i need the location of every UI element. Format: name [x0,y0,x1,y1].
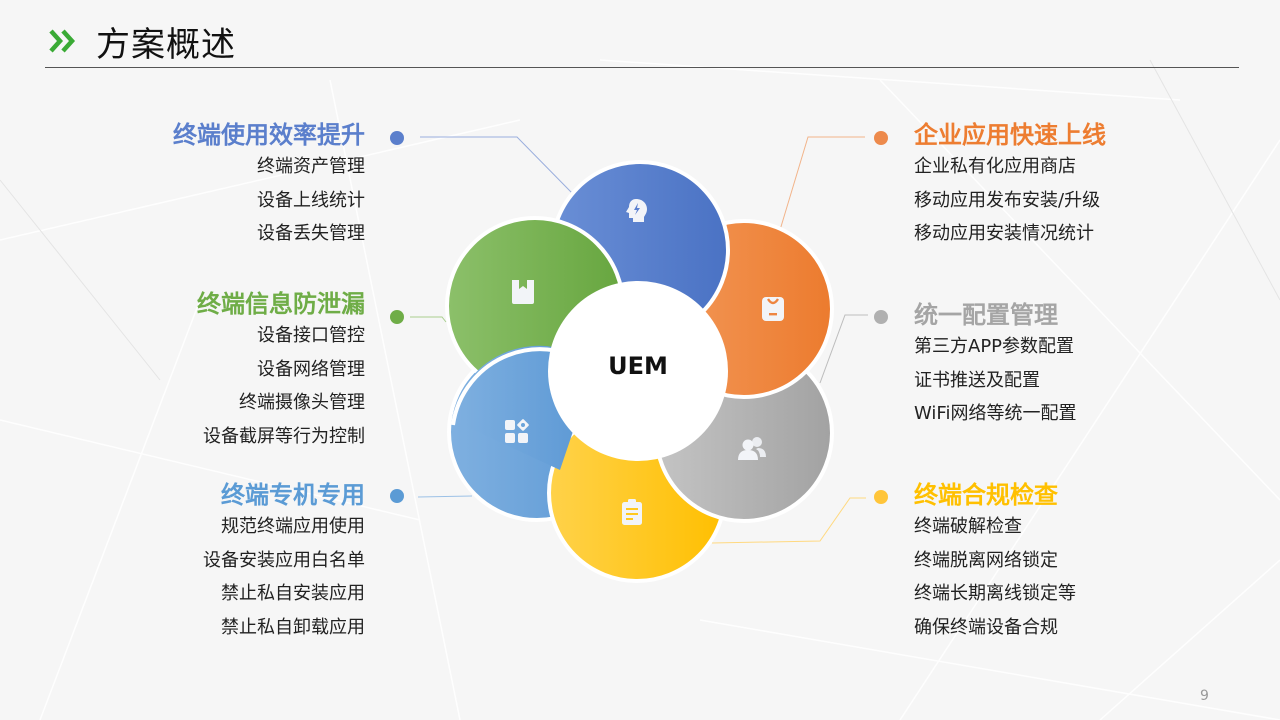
connector-dedicated-use [417,495,473,498]
connector-compliance [711,497,866,544]
clipboard-icon [622,499,642,525]
group-title: 终端信息防泄漏 [197,290,365,318]
center-circle [548,281,728,461]
center-label-uem: UEM [608,352,668,380]
connector-efficiency [420,136,573,194]
list-item: 第三方APP参数配置 [914,336,1075,357]
dot-efficiency [390,131,404,145]
group-title: 终端合规检查 [914,481,1058,509]
header-divider [45,67,1239,68]
list-item: 设备截屏等行为控制 [203,425,365,447]
list-item: 终端脱离网络锁定 [914,549,1058,571]
dot-compliance [874,490,888,504]
list-item: 设备安装应用白名单 [203,549,365,571]
connector-fast-launch [779,136,865,231]
group-fast-launch: 企业应用快速上线 企业私有化应用商店 移动应用发布安装/升级 移动应用安装情况统… [914,120,1106,251]
connector-unified-config [819,314,868,384]
list-item: 设备丢失管理 [257,223,365,244]
list-item: 设备接口管控 [257,325,365,346]
group-compliance: 终端合规检查 终端破解检查 终端脱离网络锁定 终端长期离线锁定等 确保终端设备合… [914,480,1076,644]
shopping-bag-icon [762,297,784,321]
group-title: 终端使用效率提升 [173,121,365,149]
list-item: 禁止私自卸载应用 [221,616,365,638]
list-item: 禁止私自安装应用 [221,583,365,604]
group-unified-config: 统一配置管理 第三方APP参数配置 证书推送及配置 WiFi网络等统一配置 [914,300,1076,431]
double-chevron-right-icon [49,29,76,53]
group-title: 企业应用快速上线 [914,121,1106,149]
list-item: 终端长期离线锁定等 [914,583,1076,604]
list-item: 终端破解检查 [914,516,1022,537]
list-item: 证书推送及配置 [914,369,1040,391]
dot-fast-launch [874,131,888,145]
connector-leak-prevention [410,316,447,323]
list-item: 终端摄像头管理 [239,392,365,413]
list-item: 设备网络管理 [257,358,365,380]
list-item: 确保终端设备合规 [914,616,1058,638]
list-item: 终端资产管理 [257,156,365,177]
dot-leak-prevention [390,310,404,324]
page-title: 方案概述 [96,24,236,65]
app-grid-icon [505,419,529,443]
list-item: 规范终端应用使用 [221,516,365,537]
group-title: 终端专机专用 [221,481,365,509]
list-item: WiFi网络等统一配置 [914,403,1077,424]
list-item: 企业私有化应用商店 [914,156,1076,177]
group-leak-prevention: 终端信息防泄漏 设备接口管控 设备网络管理 终端摄像头管理 设备截屏等行为控制 [197,289,365,453]
page-number: 9 [1200,688,1209,704]
package-box-icon [512,280,534,304]
list-item: 设备上线统计 [257,189,365,211]
brain-lightning-icon [626,199,647,222]
group-dedicated-use: 终端专机专用 规范终端应用使用 设备安装应用白名单 禁止私自安装应用 禁止私自卸… [203,480,365,644]
list-item: 移动应用发布安装/升级 [914,189,1101,211]
users-icon [738,437,766,460]
dot-dedicated-use [390,489,404,503]
list-item: 移动应用安装情况统计 [914,223,1094,244]
dot-unified-config [874,310,888,324]
group-title: 统一配置管理 [914,301,1058,329]
header: 方案概述 [48,18,236,65]
group-efficiency: 终端使用效率提升 终端资产管理 设备上线统计 设备丢失管理 [173,120,365,251]
